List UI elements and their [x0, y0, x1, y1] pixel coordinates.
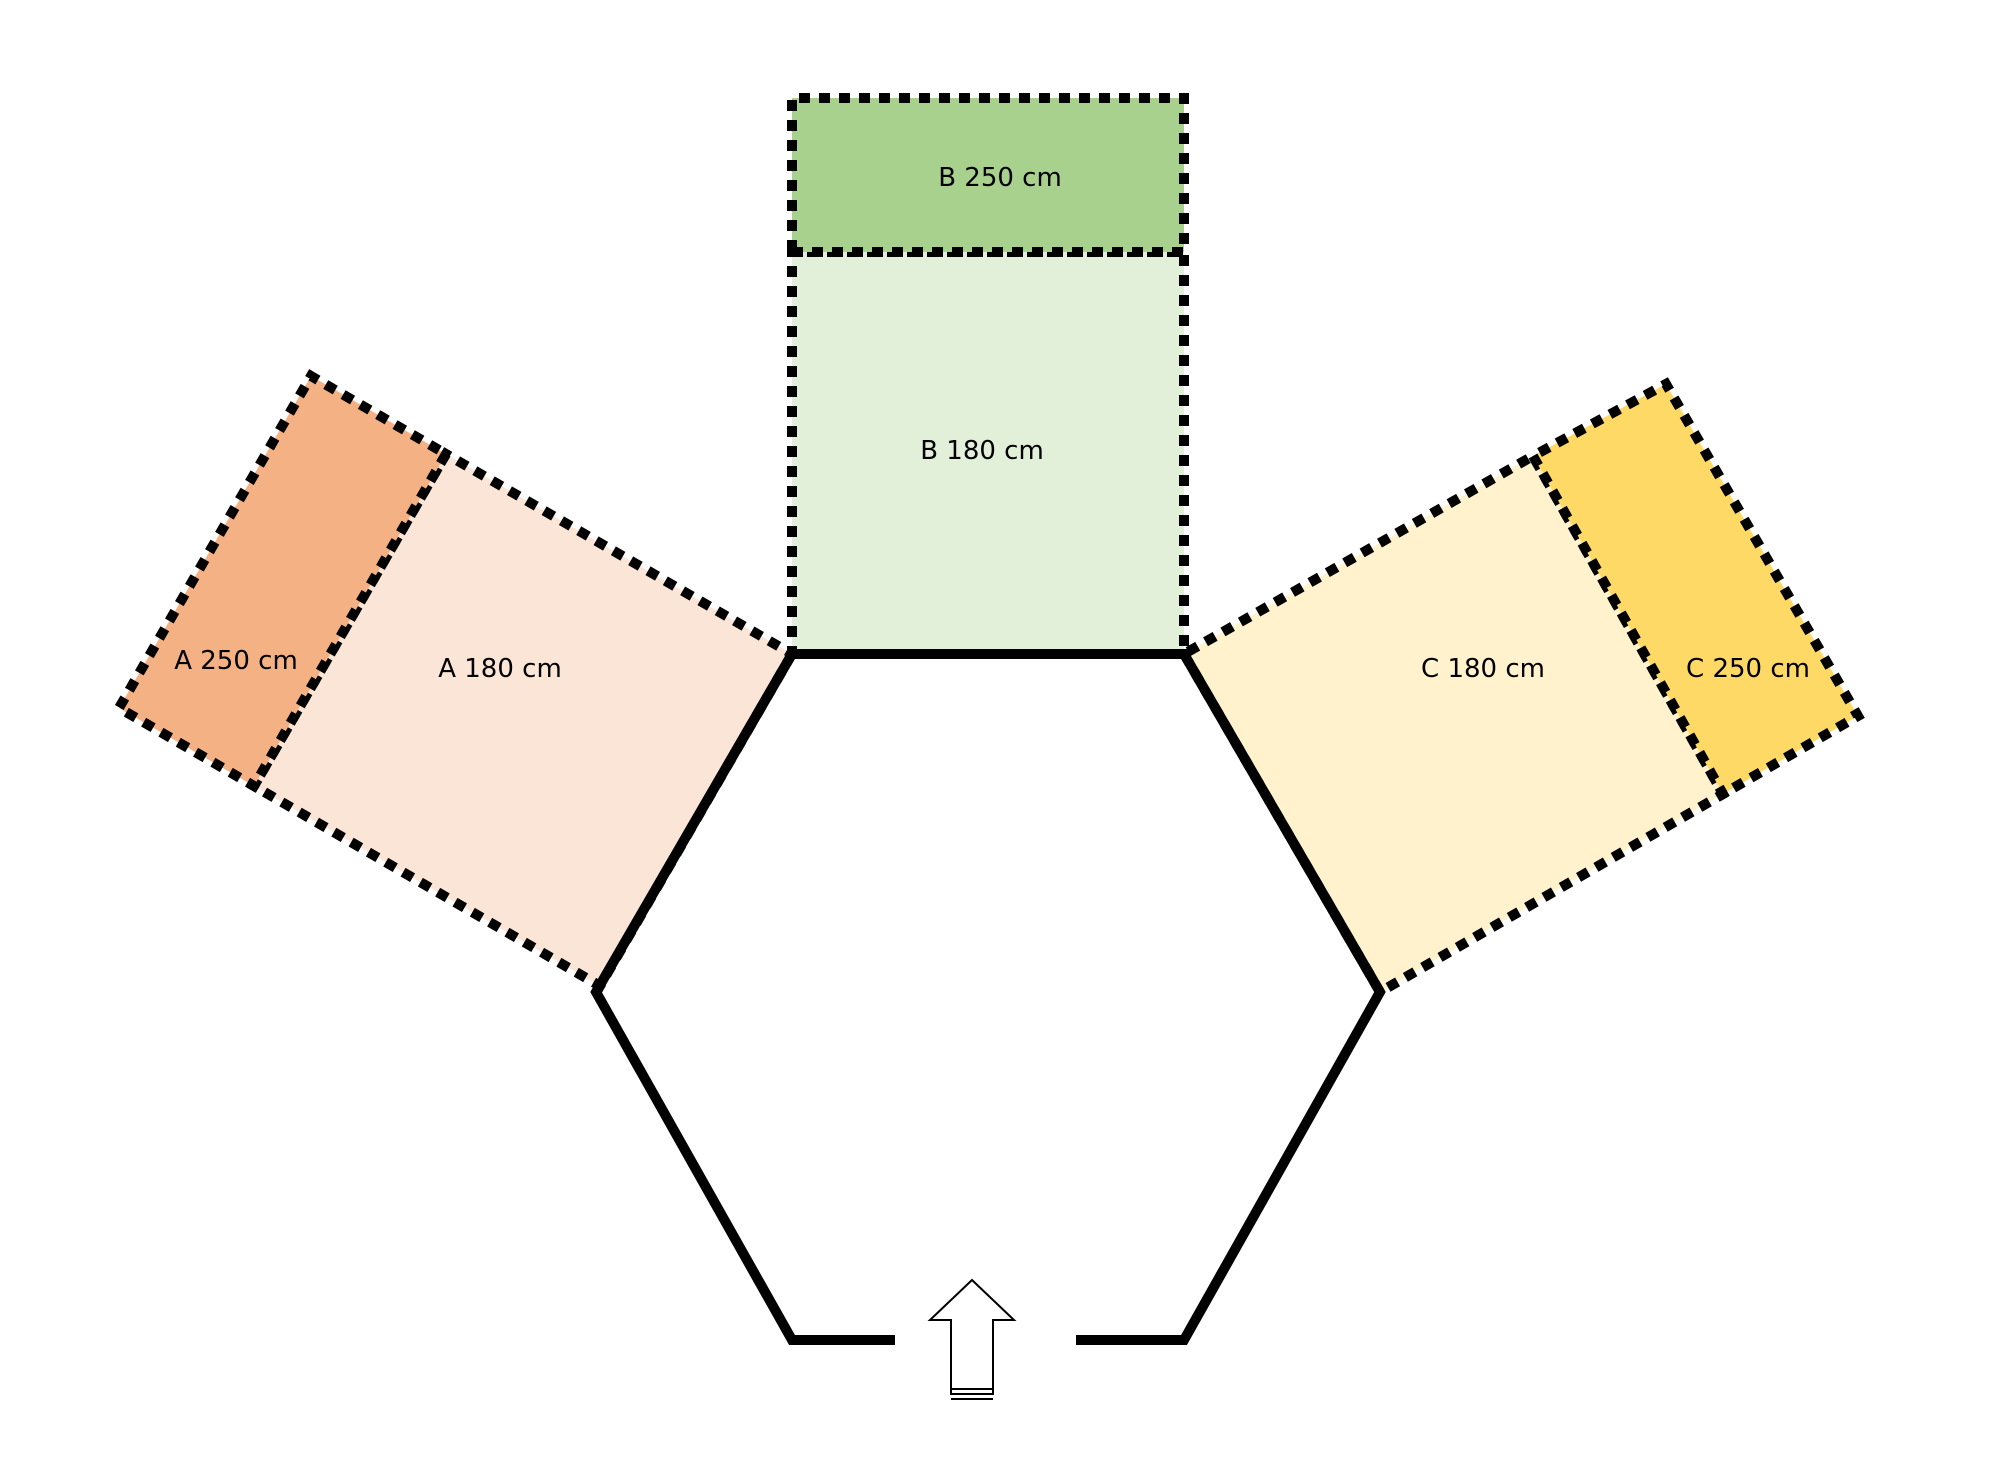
- zone-label-a-180: A 180 cm: [438, 654, 562, 684]
- zone-label-c-180: C 180 cm: [1421, 654, 1545, 684]
- up-arrow-icon: [927, 1278, 1017, 1400]
- room-wall-left: [590, 649, 1386, 1345]
- zone-a-250: [112, 369, 453, 793]
- zone-label-b-250: B 250 cm: [938, 163, 1062, 193]
- zone-label-a-250: A 250 cm: [174, 646, 298, 676]
- zone-label-b-180: B 180 cm: [920, 436, 1044, 466]
- zone-b-250: [787, 93, 1189, 257]
- zone-c-250: [1526, 377, 1865, 801]
- zone-label-c-250: C 250 cm: [1686, 654, 1810, 684]
